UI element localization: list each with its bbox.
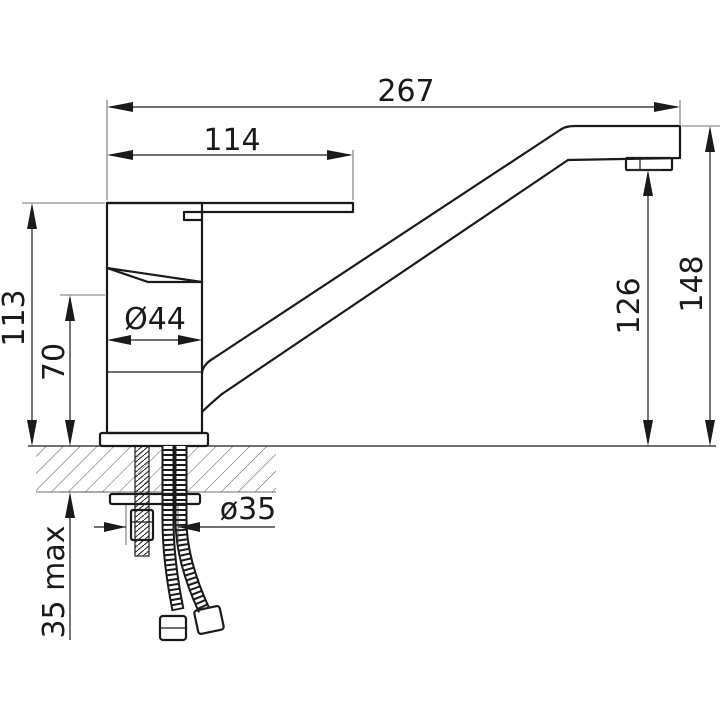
faucet-body <box>98 201 355 448</box>
arrow-up <box>643 170 653 196</box>
spout-lower-edge <box>200 158 570 414</box>
label-max-thickness: 35 max <box>37 525 72 638</box>
fixing-nut <box>129 508 155 542</box>
spout-upper-edge <box>200 128 562 376</box>
arrow-up <box>705 126 715 152</box>
threaded-stud <box>134 445 150 557</box>
label-total-height: 148 <box>675 255 710 312</box>
label-hole-diameter: ø35 <box>220 492 277 527</box>
countertop-hatch <box>36 446 276 492</box>
spout-tip <box>558 124 682 162</box>
body-cylinder <box>105 266 204 435</box>
arrow-right <box>654 102 680 112</box>
lever-handle <box>105 201 355 222</box>
countertop <box>28 445 716 493</box>
cartridge-cap <box>105 201 204 284</box>
arrow-left <box>107 102 133 112</box>
label-overall-length: 267 <box>377 74 434 109</box>
arrow-right <box>178 335 202 345</box>
arrow-right <box>104 522 126 532</box>
extension-lines <box>22 100 720 545</box>
arrow-left <box>107 335 131 345</box>
base-flange <box>98 431 210 448</box>
label-body-height: 113 <box>0 289 32 346</box>
spout <box>200 124 682 414</box>
dimension-lines <box>27 102 715 640</box>
arrow-left <box>107 150 133 160</box>
arrow-up <box>65 295 75 321</box>
supply-hose-cold-braid <box>163 446 183 611</box>
arrow-down <box>65 420 75 446</box>
dimension-labels: 267 114 Ø44 ø35 113 70 126 148 35 max <box>0 74 710 639</box>
arrow-down <box>27 420 37 446</box>
arrow-up <box>27 203 37 229</box>
hose-fitting-right <box>193 605 225 635</box>
label-spout-height: 126 <box>612 277 647 334</box>
arrow-down <box>643 420 653 446</box>
arrow-up <box>65 492 75 518</box>
arrow-left <box>178 522 200 532</box>
label-body-lower-height: 70 <box>37 343 72 381</box>
label-body-diameter: Ø44 <box>124 302 186 337</box>
mounting-hardware <box>108 445 225 642</box>
fixing-plate <box>108 492 202 506</box>
arrow-down <box>705 420 715 446</box>
label-body-to-lever: 114 <box>203 123 260 158</box>
supply-hose-hot-braid <box>176 446 209 612</box>
arrow-right <box>327 150 353 160</box>
